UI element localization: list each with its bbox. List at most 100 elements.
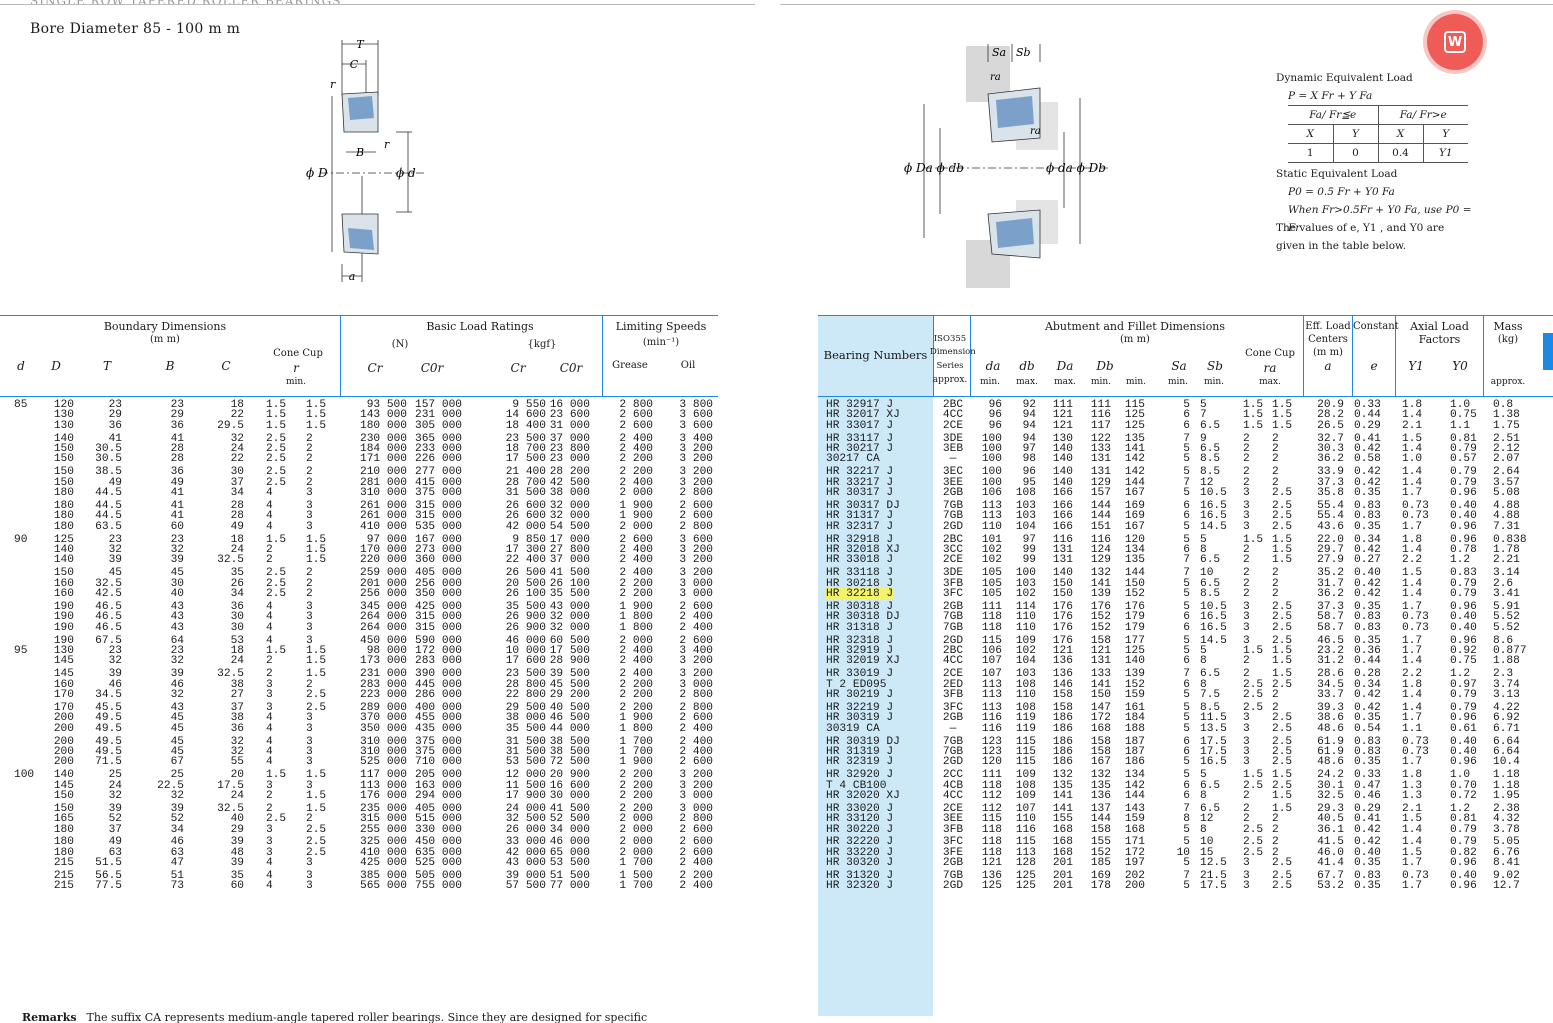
table-cell: 116 (981, 712, 1002, 725)
table-cell: 155 (1090, 836, 1111, 849)
w-logo-button[interactable]: W (1427, 14, 1483, 70)
table-cell: 8.5 (1200, 453, 1221, 466)
table-cell: 3 (306, 745, 313, 758)
table-cell: 124 (1090, 543, 1111, 556)
table-cell: 2 600 (619, 409, 653, 422)
table-cell: 100 (1015, 567, 1036, 580)
table-cell: 4.88 (1493, 499, 1520, 512)
table-cell: 167 (1090, 756, 1111, 769)
table-cell: 107 (981, 655, 1002, 668)
table-cell: 115 (981, 813, 1002, 826)
table-cell: 0.8 (1493, 399, 1514, 411)
table-cell: 37 000 (549, 554, 590, 567)
table-cell: 0.83 (1354, 611, 1381, 624)
table-cell: 0.83 (1354, 735, 1381, 748)
table-cell: 2.21 (1493, 554, 1520, 567)
table-cell: 350 000 (415, 587, 462, 600)
table-cell: 95 (14, 644, 28, 657)
table-cell: 140 (53, 554, 74, 567)
table-cell: 3 200 (679, 453, 713, 466)
side-scroll-tab[interactable] (1543, 333, 1553, 370)
table-cell: 28 (230, 510, 244, 523)
table-cell: 18 (230, 644, 244, 657)
table-cell: 1.7 (1402, 644, 1423, 657)
table-cell: 96 (988, 409, 1002, 422)
table-cell: 160 (53, 577, 74, 590)
divider-5 (1303, 316, 1304, 396)
table-cell: 0.40 (1354, 846, 1381, 859)
table-cell: 32 500 (505, 813, 546, 826)
table-cell: 2 400 (679, 611, 713, 624)
table-cell: 8.6 (1493, 634, 1514, 647)
table-cell: 255 000 (360, 823, 407, 836)
table-cell: 39 (170, 554, 184, 567)
table-cell: 103 (1015, 499, 1036, 512)
table-cell: 2BC (942, 399, 964, 411)
table-cell: 264 000 (360, 621, 407, 634)
table-cell: 0.83 (1450, 567, 1477, 580)
table-cell: 3 (306, 779, 313, 792)
col-Sa: Sa (1171, 359, 1187, 373)
table-cell: 330 000 (415, 823, 462, 836)
table-cell: 201 000 (360, 577, 407, 590)
header-mass: Mass (1493, 320, 1523, 333)
val-x1: 1 (1288, 143, 1334, 163)
table-cell: 132 (1090, 769, 1111, 782)
table-cell: 2 (1272, 476, 1279, 489)
table-cell: 1 900 (619, 499, 653, 512)
table-cell: 6 (1183, 409, 1190, 422)
table-cell: 118 (981, 823, 1002, 836)
table-cell: 45 (108, 567, 122, 580)
header-cone-cup-2: Cone Cup (1245, 348, 1295, 359)
table-cell: 2 200 (679, 870, 713, 883)
table-cell: 67 (170, 756, 184, 769)
table-cell: 49 (230, 520, 244, 533)
table-cell: 29 200 (549, 688, 590, 701)
table-cell: 7 (1183, 567, 1190, 580)
table-cell: 39 (108, 554, 122, 567)
table-cell: 3 200 (679, 779, 713, 792)
table-cell: 36.2 (1317, 453, 1344, 466)
table-cell: 114 (1015, 600, 1036, 613)
table-cell: 39 500 (549, 668, 590, 681)
table-cell: 150 (53, 453, 74, 466)
table-cell: 7 (1183, 802, 1190, 815)
table-cell: 2 (1243, 802, 1250, 815)
table-cell: 24 (230, 789, 244, 802)
table-cell: 3 (1243, 520, 1250, 533)
table-cell: 1 900 (619, 510, 653, 523)
table-cell: 1.5 (1272, 399, 1293, 411)
table-cell: 52 (170, 813, 184, 826)
col-Db-left: Db (1096, 359, 1114, 373)
table-cell: 134 (1124, 543, 1145, 556)
table-cell: 116 (1052, 533, 1073, 546)
table-cell: 0.33 (1354, 769, 1381, 782)
table-cell: 1.5 (306, 769, 327, 782)
table-cell: 167 (1124, 520, 1145, 533)
table-cell: 2.5 (1243, 836, 1264, 849)
table-cell: 39 (230, 836, 244, 849)
table-cell: 0.35 (1354, 880, 1381, 893)
table-cell: 120 (53, 399, 74, 411)
table-cell: 96 (1022, 466, 1036, 479)
table-cell: 2 600 (679, 756, 713, 769)
table-cell: 46 500 (549, 712, 590, 725)
table-cell: 525 000 (415, 857, 462, 870)
table-cell: 125 (53, 533, 74, 546)
table-cell: 120 (981, 756, 1002, 769)
table-cell: 2 200 (619, 577, 653, 590)
table-cell: 10.5 (1200, 487, 1227, 499)
table-cell: 110 (1015, 688, 1036, 701)
table-cell: 3 (306, 499, 313, 512)
table-cell: 65 000 (549, 846, 590, 859)
table-cell: 3FC (942, 701, 964, 714)
table-cell: 2 800 (679, 520, 713, 533)
table-cell: 186 (1052, 756, 1073, 769)
table-cell: 32 (230, 745, 244, 758)
